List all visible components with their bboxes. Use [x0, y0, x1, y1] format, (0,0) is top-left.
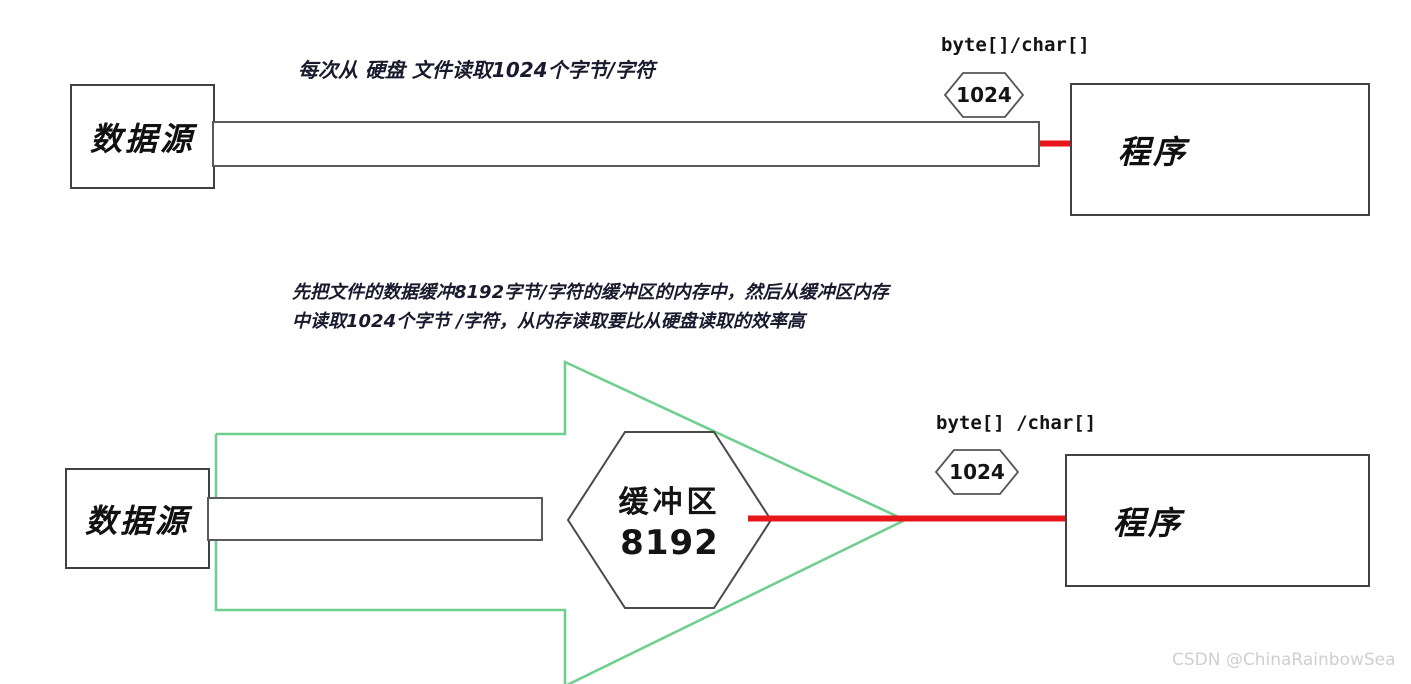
bottom-source-label: 数据源	[84, 502, 190, 539]
top-program-box: 程序	[1070, 83, 1370, 216]
bottom-array-type-label: byte[] /char[]	[936, 412, 1097, 434]
bottom-source-box: 数据源	[65, 468, 210, 569]
bottom-annotation-line-2: 中读取1024个字节 /字符，从内存读取要比从硬盘读取的效率高	[292, 310, 805, 332]
buffer-hexagon: 缓冲区 8192	[568, 432, 771, 608]
top-source-label: 数据源	[89, 120, 195, 157]
top-source-box: 数据源	[70, 84, 215, 189]
top-array-type-label: byte[]/char[]	[941, 34, 1090, 56]
top-hexagon-value: 1024	[956, 83, 1012, 107]
top-hexagon: 1024	[945, 73, 1023, 117]
bottom-data-pipe	[207, 497, 543, 541]
buffer-size-value: 8192	[620, 523, 719, 563]
buffer-label: 缓冲区	[618, 485, 721, 520]
bottom-program-label: 程序	[1113, 504, 1184, 541]
buffer-hexagon-text: 缓冲区 8192	[568, 432, 771, 608]
top-data-pipe	[212, 121, 1040, 167]
top-annotation: 每次从 硬盘 文件读取1024个字节/字符	[298, 58, 655, 82]
bottom-annotation: 先把文件的数据缓冲8192字节/字符的缓冲区的内存中，然后从缓冲区内存 中读取1…	[292, 279, 889, 337]
bottom-hexagon-value: 1024	[949, 460, 1005, 484]
csdn-watermark: CSDN @ChinaRainbowSea	[1172, 650, 1396, 670]
bottom-hexagon: 1024	[936, 450, 1018, 494]
bottom-annotation-line-1: 先把文件的数据缓冲8192字节/字符的缓冲区的内存中，然后从缓冲区内存	[292, 282, 889, 303]
top-program-label: 程序	[1118, 133, 1189, 170]
bottom-program-box: 程序	[1065, 454, 1370, 587]
